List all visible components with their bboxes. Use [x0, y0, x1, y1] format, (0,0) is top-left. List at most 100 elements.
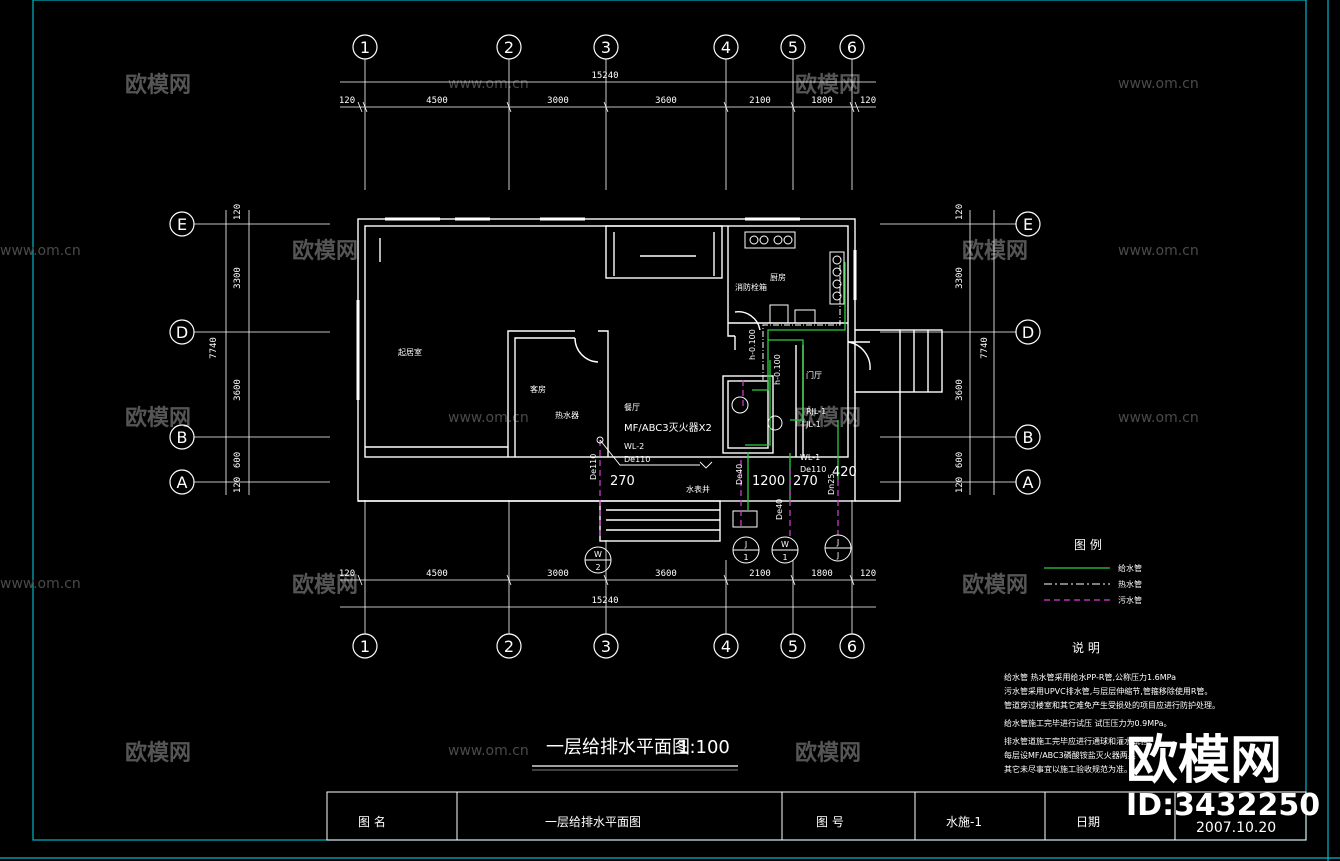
drain-line — [596, 436, 713, 469]
pipe-annotations: MF/ABC3灭火器X2 WL-2 De110 RJL-1 JL-1 WL-1 … — [589, 329, 836, 520]
svg-text:6: 6 — [847, 38, 857, 57]
svg-text:A: A — [1023, 473, 1034, 492]
svg-text:1200: 1200 — [752, 474, 785, 489]
svg-text:消防栓箱: 消防栓箱 — [735, 282, 767, 292]
svg-text:J: J — [836, 551, 839, 560]
svg-text:图 名: 图 名 — [358, 814, 386, 829]
svg-text:2: 2 — [504, 38, 514, 57]
svg-text:3000: 3000 — [547, 96, 569, 106]
svg-text:3000: 3000 — [547, 569, 569, 579]
svg-text:欧模网: 欧模网 — [125, 405, 191, 431]
title-block-text: 图 名 一层给排水平面图 图 号 水施-1 日期 2007.10.20 — [358, 814, 1276, 836]
svg-text:www.om.cn: www.om.cn — [1118, 76, 1199, 92]
svg-text:一层给排水平面图: 一层给排水平面图 — [545, 815, 641, 829]
svg-text:270: 270 — [793, 474, 818, 489]
svg-text:120: 120 — [233, 204, 243, 220]
svg-text:600: 600 — [233, 452, 243, 468]
floor-plan-walls — [356, 217, 943, 542]
svg-text:www.om.cn: www.om.cn — [448, 410, 529, 426]
svg-text:De40: De40 — [735, 464, 744, 485]
svg-text:ID:3432250: ID:3432250 — [1126, 788, 1320, 823]
axis-lines — [194, 59, 1016, 634]
dimension-chain-top — [340, 81, 876, 113]
svg-text:起居室: 起居室 — [398, 347, 422, 357]
svg-text:1: 1 — [782, 553, 787, 562]
svg-text:600: 600 — [955, 452, 965, 468]
svg-text:给水管 热水管采用给水PP-R管,公称压力1.6MPa: 给水管 热水管采用给水PP-R管,公称压力1.6MPa — [1004, 672, 1176, 682]
svg-text:门厅: 门厅 — [806, 370, 822, 380]
svg-text:W: W — [594, 550, 602, 559]
axis-labels-bottom: 1 2 3 4 5 6 — [360, 637, 857, 656]
svg-text:J: J — [836, 538, 839, 547]
svg-text:120: 120 — [860, 96, 876, 106]
svg-text:1: 1 — [360, 38, 370, 57]
title-block — [326, 791, 1307, 841]
svg-text:欧模网: 欧模网 — [125, 740, 191, 766]
svg-text:120: 120 — [233, 477, 243, 493]
svg-text:1:100: 1:100 — [678, 737, 730, 758]
svg-text:热水器: 热水器 — [555, 410, 579, 420]
svg-text:4: 4 — [721, 38, 731, 57]
svg-text:3600: 3600 — [655, 569, 677, 579]
svg-text:A: A — [177, 473, 188, 492]
svg-text:7740: 7740 — [209, 337, 219, 359]
svg-text:B: B — [1023, 428, 1034, 447]
svg-text:2: 2 — [595, 563, 600, 572]
inspection-wells — [584, 534, 852, 574]
svg-text:De110: De110 — [800, 465, 826, 474]
svg-text:7740: 7740 — [980, 337, 990, 359]
svg-text:欧模网: 欧模网 — [795, 405, 861, 431]
watermarks: 欧模网 欧模网 欧模网 欧模网 欧模网 欧模网 欧模网 欧模网 欧模网 欧模网 … — [0, 72, 1199, 766]
svg-text:3600: 3600 — [955, 379, 965, 401]
dimension-text-bottom: 120 4500 3000 3600 2100 1800 120 15240 — [339, 569, 876, 606]
axis-labels-rows: E D B A E D B A — [176, 215, 1034, 492]
svg-text:270: 270 — [610, 474, 635, 489]
svg-text:欧模网: 欧模网 — [795, 72, 861, 98]
svg-text:3: 3 — [601, 38, 611, 57]
axis-labels-top: 1 2 3 4 5 6 — [360, 38, 857, 57]
dimension-text-left: 120 3300 3600 600 120 7740 — [209, 204, 243, 493]
dimension-text-top: 15240 120 4500 3000 3600 2100 1800 120 — [339, 71, 876, 106]
level-annotations: 270 1200 270 420 — [610, 465, 857, 489]
svg-text:www.om.cn: www.om.cn — [1118, 243, 1199, 259]
svg-text:排水管道施工完毕应进行通球和灌水试验。: 排水管道施工完毕应进行通球和灌水试验。 — [1004, 736, 1156, 746]
sewage-pipes — [599, 380, 839, 540]
svg-text:120: 120 — [860, 569, 876, 579]
svg-text:WL-1: WL-1 — [800, 453, 820, 462]
svg-text:De110: De110 — [589, 454, 598, 480]
svg-text:每层设MF/ABC3磷酸铵盐灭火器两具: 每层设MF/ABC3磷酸铵盐灭火器两具 — [1004, 750, 1136, 760]
svg-text:De40: De40 — [775, 499, 784, 520]
svg-text:E: E — [1023, 215, 1033, 234]
svg-text:2100: 2100 — [749, 96, 771, 106]
svg-text:B: B — [177, 428, 188, 447]
svg-text:2007.10.20: 2007.10.20 — [1196, 820, 1276, 836]
svg-text:3600: 3600 — [655, 96, 677, 106]
svg-text:De110: De110 — [624, 455, 650, 464]
svg-text:W: W — [781, 540, 789, 549]
svg-text:2: 2 — [504, 637, 514, 656]
svg-text:MF/ABC3灭火器X2: MF/ABC3灭火器X2 — [624, 422, 712, 434]
svg-text:120: 120 — [339, 569, 355, 579]
svg-text:其它未尽事宜以施工验收规范为准。: 其它未尽事宜以施工验收规范为准。 — [1004, 764, 1132, 774]
watermark-logo: 欧模网 ID:3432250 — [1126, 731, 1320, 823]
svg-text:420: 420 — [832, 465, 857, 480]
svg-text:3: 3 — [601, 637, 611, 656]
svg-text:一层给排水平面图: 一层给排水平面图 — [546, 737, 690, 758]
svg-text:3300: 3300 — [955, 267, 965, 289]
hot-water-pipes — [762, 265, 841, 380]
svg-text:RJL-1: RJL-1 — [806, 407, 826, 416]
svg-text:3600: 3600 — [233, 379, 243, 401]
svg-text:图 号: 图 号 — [816, 815, 844, 829]
svg-text:厨房: 厨房 — [770, 272, 786, 282]
drawing-title: 一层给排水平面图 1:100 — [532, 737, 738, 771]
svg-text:J: J — [744, 540, 747, 549]
svg-text:2100: 2100 — [749, 569, 771, 579]
svg-text:给水管施工完毕进行试压 试压压力为0.9MPa。: 给水管施工完毕进行试压 试压压力为0.9MPa。 — [1004, 718, 1172, 728]
svg-text:水表井: 水表井 — [686, 484, 710, 494]
svg-text:15240: 15240 — [591, 596, 618, 606]
svg-text:120: 120 — [955, 204, 965, 220]
svg-text:欧模网: 欧模网 — [292, 572, 358, 598]
svg-text:图 例: 图 例 — [1074, 538, 1102, 552]
svg-text:1: 1 — [743, 553, 748, 562]
